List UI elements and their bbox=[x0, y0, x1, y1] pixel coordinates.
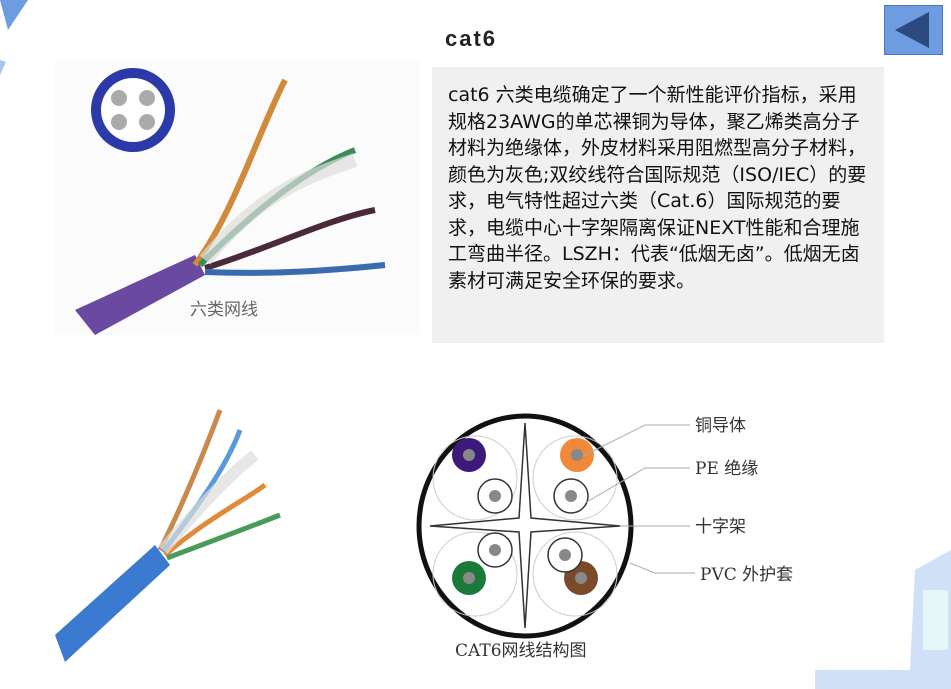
label-pe-insulation: PE 绝缘 bbox=[695, 459, 758, 479]
blue-cable-photo bbox=[55, 409, 281, 662]
label-cross-filler: 十字架 bbox=[695, 517, 746, 537]
label-copper-conductor: 铜导体 bbox=[695, 416, 746, 436]
corner-decoration bbox=[0, 0, 28, 75]
back-arrow-icon bbox=[895, 12, 929, 48]
page-title: cat6 bbox=[445, 26, 498, 51]
diagram-caption: CAT6网线结构图 bbox=[455, 641, 587, 661]
cat6-structure-diagram: 铜导体 PE 绝缘 十字架 PVC 外护套 CAT6网线结构图 bbox=[416, 413, 793, 661]
cable-photo-caption: 六类网线 bbox=[190, 300, 258, 320]
cat6-cable-photo: 六类网线 bbox=[55, 60, 420, 335]
corner-decoration bbox=[815, 550, 951, 689]
label-pvc-jacket: PVC 外护套 bbox=[700, 565, 793, 585]
back-button[interactable] bbox=[884, 5, 943, 55]
description-text: cat6 六类电缆确定了一个新性能评价指标，采用规格23AWG的单芯裸铜为导体，… bbox=[432, 67, 884, 343]
